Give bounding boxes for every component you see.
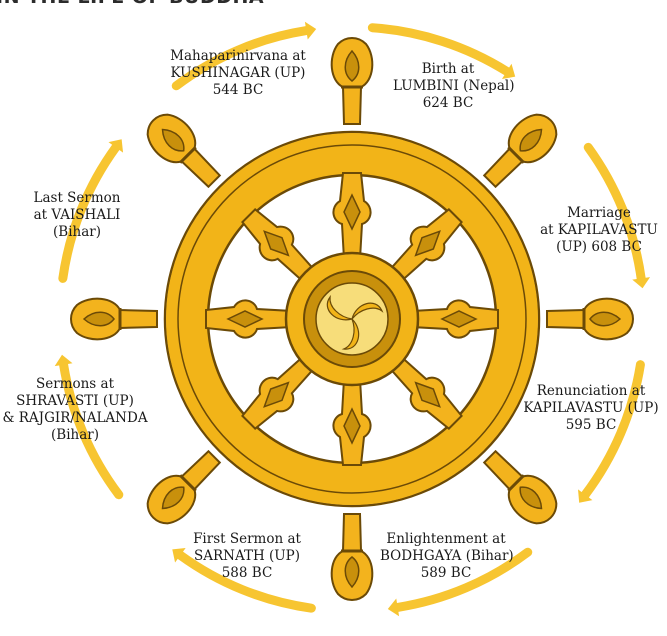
wheel-handle: [330, 513, 374, 601]
rim-band: [166, 133, 538, 505]
wheel-handles: [70, 37, 634, 601]
diagram-title: IN THE LIFE OF BUDDHA: [0, 0, 264, 8]
wheel-spoke: [241, 208, 317, 284]
cycle-arrow: [583, 142, 651, 289]
triskelion-swirl: [326, 294, 353, 321]
wheel-hub: [284, 251, 420, 387]
wheel-spoke: [411, 299, 499, 339]
wheel-spoke: [332, 378, 372, 466]
cycle-arrow: [172, 547, 316, 613]
triskelion-swirl: [341, 318, 360, 350]
wheel-spoke: [241, 354, 317, 430]
wheel-handle: [146, 113, 222, 189]
cycle-arrow: [171, 21, 317, 91]
rim-groove: [177, 144, 527, 494]
cycle-arrow: [578, 360, 645, 503]
cycle-arrow: [367, 23, 516, 80]
triskelion-swirl: [351, 302, 384, 320]
wheel-handle: [482, 449, 558, 525]
cycle-arrow: [54, 354, 124, 500]
wheel-spokes: [205, 172, 499, 466]
cycle-arrow: [58, 139, 124, 283]
rim-outer-edge: [163, 130, 541, 508]
wheel-spoke: [332, 172, 372, 260]
wheel-handle: [70, 297, 158, 341]
wheel-handle: [146, 449, 222, 525]
wheel-spoke: [205, 299, 293, 339]
cycle-arrows: [54, 21, 651, 617]
wheel-spoke: [387, 208, 463, 284]
wheel-handle: [330, 37, 374, 125]
wheel-handle: [482, 113, 558, 189]
wheel-handle: [546, 297, 634, 341]
cycle-arrow: [387, 547, 533, 617]
wheel-spoke: [387, 354, 463, 430]
